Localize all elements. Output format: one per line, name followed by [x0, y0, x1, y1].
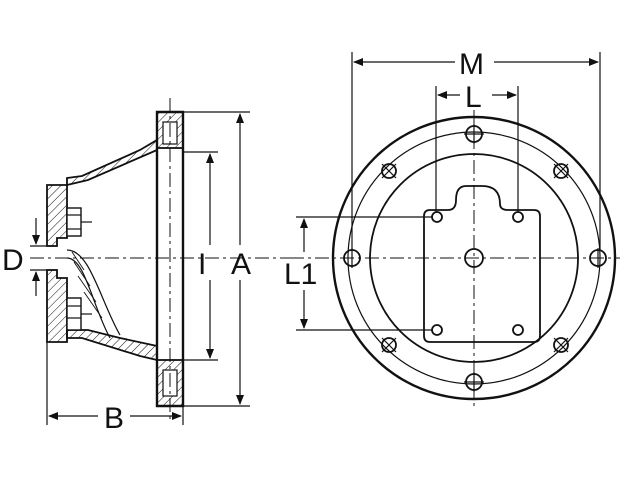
bolt-hole-top [464, 124, 484, 144]
bore-hatching [71, 251, 103, 319]
bolt-top [66, 207, 92, 237]
side-view: A I B D [2, 98, 290, 435]
plate-holes [431, 211, 524, 336]
label-B: B [104, 402, 124, 435]
bolt-hole-bottom [464, 372, 484, 392]
bolt-hole-bottom-right [553, 337, 569, 353]
mounting-plate [423, 185, 541, 343]
label-L: L [465, 81, 482, 114]
dimension-M: M [351, 48, 601, 250]
label-A: A [231, 248, 251, 281]
label-D: D [2, 244, 24, 277]
cone-upper-wall [66, 138, 158, 187]
shaft-hole [464, 248, 484, 268]
label-I: I [198, 248, 206, 281]
bolt-bottom [66, 297, 92, 331]
dimension-D: D [2, 218, 57, 296]
inner-bore-curve [66, 249, 121, 336]
bolt-hole-bottom-left [381, 337, 397, 353]
small-end-wall-bottom [46, 269, 68, 343]
front-view: M L L1 [284, 48, 620, 410]
flange-bolt-holes [343, 124, 607, 392]
bolt-hole-right [589, 248, 607, 268]
dimension-L: L [435, 81, 519, 212]
small-end-wall-top [46, 184, 68, 247]
bolt-hole-top-left [381, 163, 397, 179]
label-L1: L1 [284, 258, 317, 291]
dimension-A: A [183, 111, 251, 407]
dimension-L1: L1 [284, 216, 432, 331]
dimension-B: B [46, 342, 184, 435]
dimension-I: I [183, 151, 218, 361]
label-M: M [459, 48, 484, 81]
cone-lower-wall [66, 329, 158, 362]
bolt-hole-top-right [553, 163, 569, 179]
